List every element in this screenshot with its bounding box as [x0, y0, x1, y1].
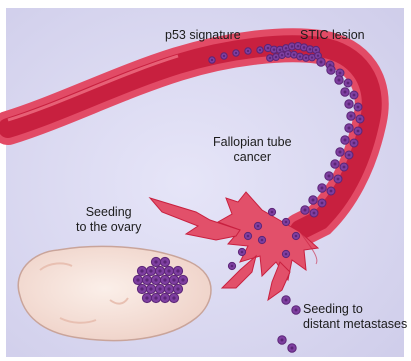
tumor-cell-ovary-nucleus: [158, 287, 161, 290]
tumor-cell-p53-nucleus: [247, 50, 249, 52]
tumor-cell-tube-cancer-nucleus: [330, 69, 333, 72]
tumor-cell-fimbria-nucleus: [271, 211, 274, 214]
tumor-cell-stic-nucleus: [305, 57, 307, 59]
tumor-cell-ovary-nucleus: [176, 287, 179, 290]
tumor-cell-ovary-nucleus: [149, 269, 152, 272]
tumor-cell-p53-nucleus: [259, 49, 261, 51]
tumor-cell-stic-nucleus: [279, 49, 282, 52]
tumor-cell-fimbria-nucleus: [285, 221, 288, 224]
tumor-cell-tube-cancer-nucleus: [343, 166, 346, 169]
tumor-cell-tube-cancer-nucleus: [321, 187, 324, 190]
tumor-cell-tube-cancer-nucleus: [320, 61, 323, 64]
tumor-cell-stic-nucleus: [317, 55, 319, 57]
tumor-cell-tube-cancer-nucleus: [348, 154, 351, 157]
label-seeding-distant-line2: distant metastases: [303, 317, 407, 332]
tumor-cell-tube-cancer-nucleus: [357, 106, 360, 109]
tumor-cell-stic-nucleus: [281, 54, 283, 56]
tumor-cell-tube-cancer-nucleus: [344, 91, 347, 94]
tumor-cell-ovary-nucleus: [145, 278, 148, 281]
tumor-cell-tube-cancer-nucleus: [357, 130, 360, 133]
label-seeding-distant: Seeding to distant metastases: [303, 302, 407, 332]
tumor-cell-ovary-nucleus: [158, 269, 161, 272]
tumor-cell-metastasis-nucleus: [281, 339, 284, 342]
label-p53-signature: p53 signature: [165, 28, 241, 43]
tumor-cell-ovary-nucleus: [163, 278, 166, 281]
tumor-cell-tube-cancer-nucleus: [348, 103, 351, 106]
ovary: [18, 246, 211, 340]
tumor-cell-tube-cancer-nucleus: [313, 212, 316, 215]
tumor-cell-fimbria-nucleus: [285, 253, 288, 256]
tumor-cell-ovary-nucleus: [172, 296, 175, 299]
tumor-cell-fimbria-nucleus: [257, 225, 260, 228]
tumor-cell-stic-nucleus: [291, 45, 294, 48]
tumor-cell-metastasis-nucleus: [291, 347, 294, 350]
tumor-cell-ovary-nucleus: [181, 278, 184, 281]
tumor-cell-tube-cancer-nucleus: [334, 163, 337, 166]
tumor-cell-ovary-nucleus: [154, 296, 157, 299]
tumor-cell-tube-cancer-nucleus: [339, 72, 342, 75]
tumor-cell-metastasis-nucleus: [285, 299, 288, 302]
tumor-cell-stic-nucleus: [299, 55, 301, 57]
tumor-cell-tube-cancer-nucleus: [304, 209, 307, 212]
tumor-cell-stic-nucleus: [303, 46, 306, 49]
tumor-cell-stic-nucleus: [285, 47, 288, 50]
tumor-cell-tube-cancer-nucleus: [338, 79, 341, 82]
tumor-cell-tube-cancer-nucleus: [344, 139, 347, 142]
tumor-cell-metastasis-nucleus: [295, 309, 298, 312]
tumor-cell-tube-cancer-nucleus: [359, 118, 362, 121]
tumor-cell-ovary-nucleus: [136, 278, 139, 281]
tumor-cell-p53-nucleus: [235, 52, 237, 54]
tumor-cell-fimbria-nucleus: [247, 235, 250, 238]
tumor-cell-tube-cancer-nucleus: [353, 94, 356, 97]
label-stic-lesion: STIC lesion: [300, 28, 365, 43]
tumor-cell-stic-nucleus: [309, 48, 312, 51]
tumor-cell-fimbria-nucleus: [261, 239, 264, 242]
tumor-cell-stic-nucleus: [267, 47, 270, 50]
tumor-cell-fimbria-nucleus: [295, 235, 298, 238]
tumor-cell-tube-cancer-nucleus: [339, 151, 342, 154]
tumor-cell-ovary-nucleus: [176, 269, 179, 272]
tumor-cell-tube-cancer-nucleus: [337, 178, 340, 181]
tumor-cell-tube-cancer-nucleus: [328, 175, 331, 178]
label-seeding-distant-line1: Seeding to: [303, 302, 407, 317]
tumor-cell-ovary-nucleus: [167, 269, 170, 272]
label-fallopian-tube-cancer-line2: cancer: [213, 150, 292, 165]
tumor-cell-tube-cancer-nucleus: [312, 199, 315, 202]
label-seeding-ovary: Seeding to the ovary: [76, 205, 141, 235]
tumor-cell-ovary-nucleus: [140, 269, 143, 272]
tumor-cell-p53-nucleus: [211, 59, 213, 61]
tumor-cell-stic-nucleus: [269, 57, 271, 59]
tumor-cell-ovary-nucleus: [145, 296, 148, 299]
tumor-cell-fimbria-nucleus: [231, 265, 234, 268]
tumor-cell-p53-nucleus: [223, 55, 225, 57]
tumor-cell-stic-nucleus: [275, 56, 277, 58]
tumor-cell-stic-nucleus: [287, 53, 289, 55]
tumor-cell-ovary-nucleus: [154, 278, 157, 281]
tumor-cell-ovary-nucleus: [163, 260, 166, 263]
tumor-cell-tube-cancer-nucleus: [348, 127, 351, 130]
tumor-cell-tube-cancer-nucleus: [353, 142, 356, 145]
tumor-cell-stic-nucleus: [297, 45, 300, 48]
tumor-cell-tube-cancer-nucleus: [330, 190, 333, 193]
tumor-cell-tube-cancer-nucleus: [350, 115, 353, 118]
tumor-cell-fimbria-nucleus: [241, 251, 244, 254]
tumor-cell-stic-nucleus: [315, 49, 318, 52]
label-seeding-ovary-line1: Seeding: [76, 205, 141, 220]
tumor-cell-tube-cancer-nucleus: [347, 82, 350, 85]
tumor-cell-ovary-nucleus: [140, 287, 143, 290]
tumor-cell-ovary-nucleus: [154, 260, 157, 263]
tumor-cell-tube-cancer-nucleus: [321, 202, 324, 205]
tumor-cell-ovary-nucleus: [172, 278, 175, 281]
tumor-cell-ovary-nucleus: [167, 287, 170, 290]
tumor-cell-stic-nucleus: [311, 56, 313, 58]
label-seeding-ovary-line2: to the ovary: [76, 220, 141, 235]
label-fallopian-tube-cancer-line1: Fallopian tube: [213, 135, 292, 150]
tumor-cell-stic-nucleus: [293, 54, 295, 56]
label-fallopian-tube-cancer: Fallopian tube cancer: [213, 135, 292, 165]
tumor-cell-ovary-nucleus: [149, 287, 152, 290]
tumor-cell-ovary-nucleus: [163, 296, 166, 299]
tumor-cell-stic-nucleus: [273, 48, 276, 51]
